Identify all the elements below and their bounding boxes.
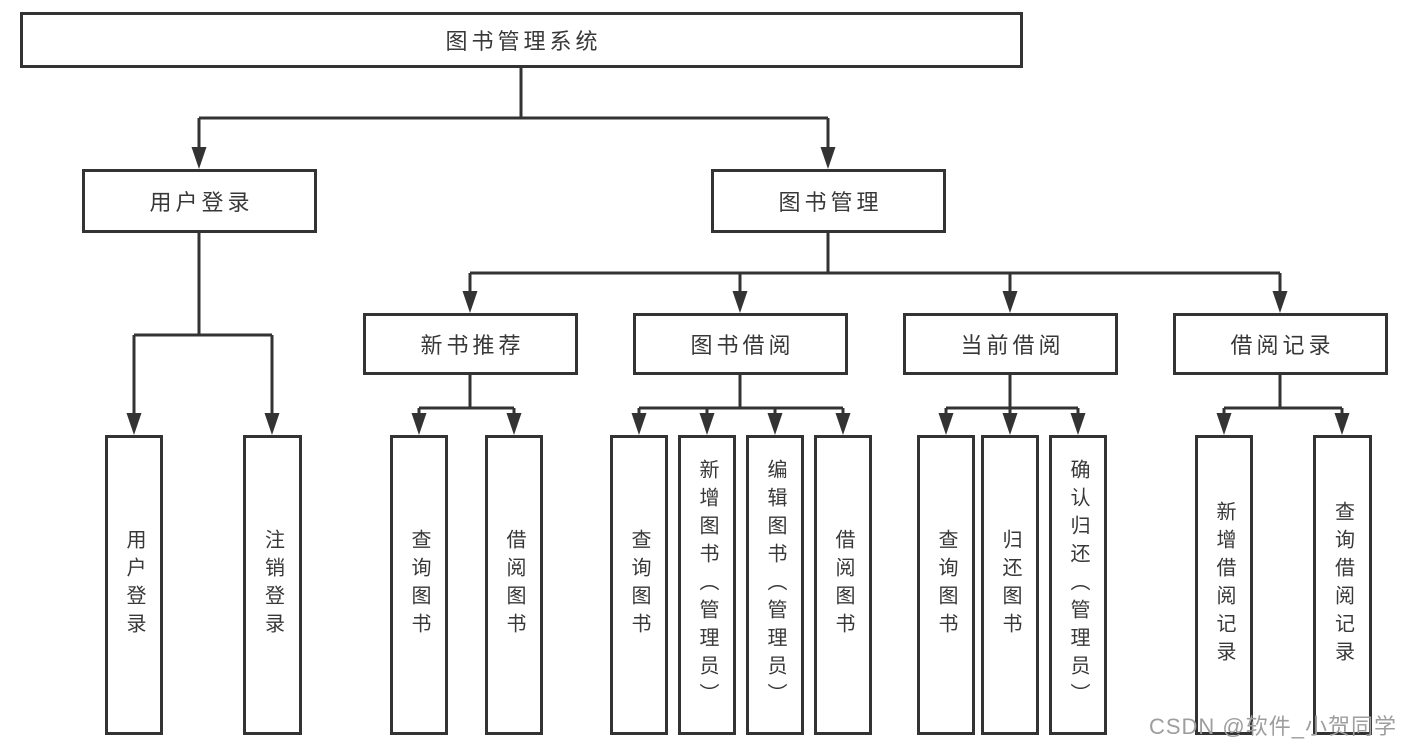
node-add-borrow-record: 新增借阅记录: [1195, 435, 1253, 735]
node-new-book-recommend: 新书推荐: [363, 313, 578, 375]
node-label: 借阅图书: [832, 529, 854, 641]
node-user-login-branch: 用户登录: [82, 169, 317, 233]
node-library-system: 图书管理系统: [20, 12, 1023, 68]
node-label: 查询图书: [935, 529, 957, 641]
node-edit-books-admin: 编辑图书（管理员）: [746, 435, 804, 735]
node-borrowing-records: 借阅记录: [1173, 313, 1388, 375]
node-label: 注销登录: [261, 529, 284, 641]
node-borrow-books-recommend: 借阅图书: [485, 435, 543, 735]
node-book-borrowing: 图书借阅: [633, 313, 848, 375]
node-label: 查询借阅记录: [1331, 501, 1354, 669]
node-label: 图书借阅: [690, 333, 795, 358]
node-label: 图书管理系统: [445, 29, 602, 54]
node-label: 借阅记录: [1230, 333, 1335, 358]
node-label: 图书管理: [778, 190, 883, 215]
node-label: 确认归还（管理员）: [1067, 459, 1089, 711]
node-query-books-recommend: 查询图书: [390, 435, 448, 735]
node-label: 归还图书: [999, 529, 1021, 641]
node-label: 编辑图书（管理员）: [764, 459, 786, 711]
node-query-books-current: 查询图书: [917, 435, 975, 735]
node-label: 用户登录: [123, 529, 145, 641]
node-label: 借阅图书: [503, 529, 525, 641]
node-label: 查询图书: [628, 529, 650, 641]
node-label: 新书推荐: [420, 333, 525, 358]
node-label: 用户登录: [149, 190, 254, 215]
node-add-books-admin: 新增图书（管理员）: [678, 435, 736, 735]
node-confirm-return-admin: 确认归还（管理员）: [1049, 435, 1107, 735]
node-user-login: 用户登录: [105, 435, 163, 735]
node-label: 新增借阅记录: [1213, 501, 1235, 669]
node-label: 查询图书: [408, 529, 430, 641]
node-logout: 注销登录: [243, 435, 302, 735]
node-return-books: 归还图书: [981, 435, 1039, 735]
csdn-watermark: CSDN @软件_小贺同学: [1148, 714, 1397, 739]
node-book-management: 图书管理: [711, 169, 946, 233]
node-current-borrowing: 当前借阅: [903, 313, 1118, 375]
node-query-borrow-record: 查询借阅记录: [1313, 435, 1372, 735]
node-label: 当前借阅: [960, 333, 1065, 358]
node-borrow-books-borrowing: 借阅图书: [814, 435, 872, 735]
node-query-books-borrowing: 查询图书: [610, 435, 668, 735]
node-label: 新增图书（管理员）: [696, 459, 718, 711]
